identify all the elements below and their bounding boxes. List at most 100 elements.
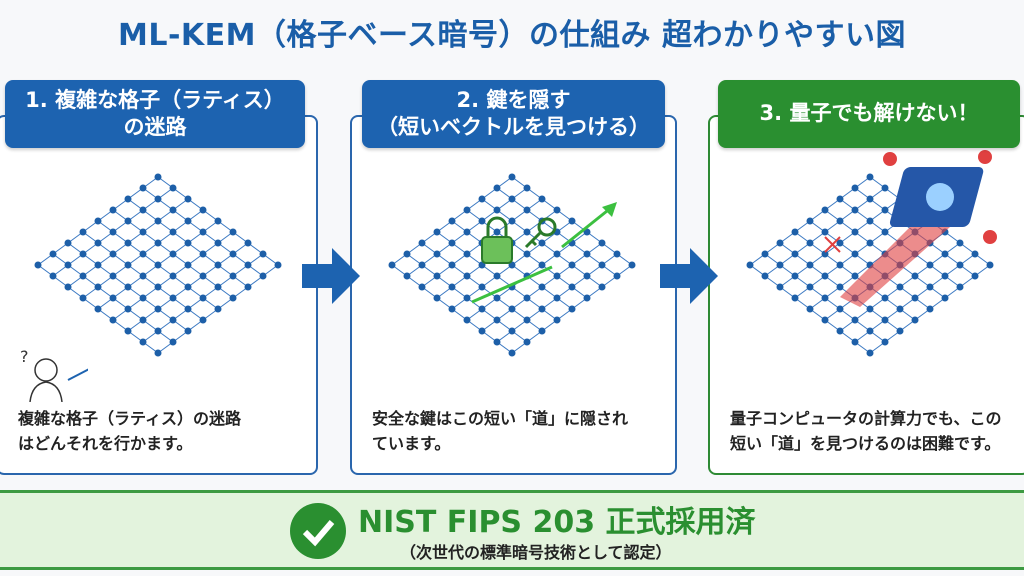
lattice-node [478,283,486,291]
lattice-node [583,272,591,280]
lattice-node [851,250,859,258]
lattice-node [806,217,814,225]
lattice-node [851,184,859,192]
lattice-node [214,261,222,269]
lattice-node [433,294,441,302]
lattice-node [463,316,471,324]
lattice-node [154,283,162,291]
lattice-node [463,228,471,236]
lattice-node [508,327,516,335]
lattice-node [971,250,979,258]
lattice-node [553,206,561,214]
lattice-node [926,261,934,269]
lattice-node [881,184,889,192]
lattice-node [109,272,117,280]
lattice-node [821,228,829,236]
lattice-node [956,239,964,247]
lattice-node [791,272,799,280]
panel-3-header: 3. 量子でも解けない！ [718,80,1020,148]
lattice-node [851,206,859,214]
lattice-node [169,272,177,280]
lattice-node [154,327,162,335]
lattice-node [154,195,162,203]
lattice-node [493,294,501,302]
lattice-node [244,239,252,247]
lattice-node [49,272,57,280]
lattice-node [154,305,162,313]
lattice-node [896,305,904,313]
lattice-node [523,228,531,236]
lattice-node [94,239,102,247]
lattice-node [926,283,934,291]
lattice-node [463,250,471,258]
lattice-node [169,338,177,346]
lattice-node [866,217,874,225]
lattice-node [851,228,859,236]
lattice-node [806,283,814,291]
lattice-node [836,305,844,313]
lattice-node [553,294,561,302]
lattice-node [199,250,207,258]
lattice-node [433,250,441,258]
lattice-node [403,272,411,280]
lattice-node [463,272,471,280]
lattice-node [169,294,177,302]
lattice-node [523,294,531,302]
lattice-node [94,261,102,269]
thinking-person-icon: ? [20,347,88,402]
lattice-node [553,250,561,258]
lattice-node [851,272,859,280]
lattice-node [941,250,949,258]
lattice-node [79,250,87,258]
red-x-mark [824,236,841,253]
lattice-node [64,261,72,269]
lattice-node [184,195,192,203]
lattice-node [448,305,456,313]
lattice-node [478,217,486,225]
lattice-node [941,272,949,280]
lattice-node [583,294,591,302]
lattice-node [866,195,874,203]
lattice-node [971,272,979,280]
lattice-node [836,327,844,335]
lattice-node [124,217,132,225]
lattice-node [418,283,426,291]
red-beam [840,207,950,307]
lattice-node [836,261,844,269]
lattice-node [64,239,72,247]
lattice-node [139,272,147,280]
lock-icon [481,216,513,264]
lattice-node [169,206,177,214]
lattice-node [199,272,207,280]
lattice-node [911,294,919,302]
lattice-node [568,305,576,313]
lattice-node [154,239,162,247]
lattice-node [776,239,784,247]
lattice-node [124,195,132,203]
lattice-node [926,305,934,313]
panel-2-header: 2. 鍵を隠す（短いベクトルを見つける） [362,80,665,148]
svg-text:?: ? [20,347,29,366]
lattice-node [776,283,784,291]
lattice-node [866,173,874,181]
lattice-node [821,294,829,302]
lattice-node [836,217,844,225]
key-icon [524,217,557,249]
short-vector-arrow [471,265,553,304]
lattice-node [836,283,844,291]
lattice-node [806,239,814,247]
lattice-node [109,206,117,214]
lattice-node [79,294,87,302]
lattice-node [433,228,441,236]
lattice-node [613,272,621,280]
lattice-node [199,294,207,302]
lattice-node [851,338,859,346]
banner-title: NIST FIPS 203 正式採用済 [358,505,756,540]
lattice-node [139,206,147,214]
lattice-node [821,272,829,280]
lattice-diagram [34,173,282,357]
lattice-node [791,228,799,236]
lattice-node [229,272,237,280]
quantum-chip-overlay [824,150,997,307]
lattice-node [941,294,949,302]
